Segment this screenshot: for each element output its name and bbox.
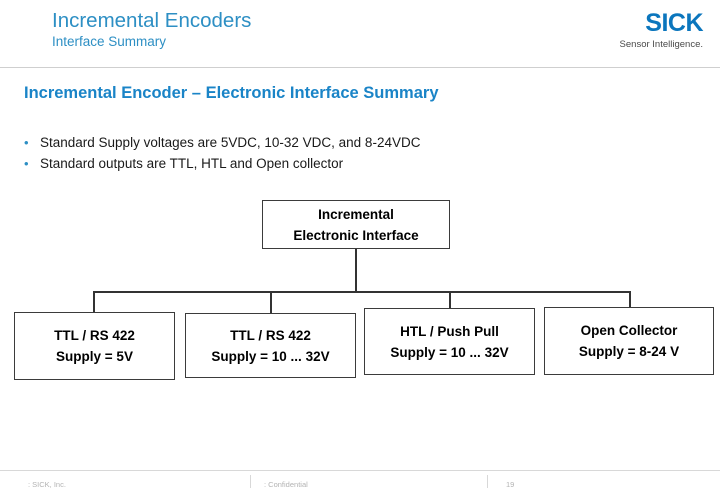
connector-horizontal-bus <box>93 291 630 293</box>
footer-separator <box>250 475 251 488</box>
sick-logo-wordmark: SICK <box>645 9 703 37</box>
bullet-item: • Standard Supply voltages are 5VDC, 10-… <box>24 132 684 153</box>
diagram-node-root-line1: Incremental <box>318 206 394 222</box>
sick-logo: SICK Sensor Intelligence. <box>619 9 704 51</box>
diagram-node-open-collector: Open Collector Supply = 8-24 V <box>544 307 714 375</box>
diagram-node-line2: Supply = 8-24 V <box>578 344 680 359</box>
bullet-dot-icon: • <box>24 156 29 171</box>
header-sub-title: Interface Summary <box>52 34 167 49</box>
header-title-block: Incremental Encoders Interface Summary <box>52 8 251 51</box>
connector-drop-0 <box>93 291 95 313</box>
footer-divider <box>0 470 720 471</box>
diagram-node-line1: Open Collector <box>580 323 678 338</box>
connector-drop-3 <box>629 291 631 308</box>
bullet-item-label: Standard outputs are TTL, HTL and Open c… <box>40 156 344 171</box>
sick-logo-tagline: Sensor Intelligence. <box>619 39 703 50</box>
bullet-dot-icon: • <box>24 135 29 150</box>
footer-separator <box>487 475 488 488</box>
footer-classification: : Confidential <box>264 480 308 489</box>
header-divider <box>0 67 720 68</box>
diagram-node-line2: Supply = 10 ... 32V <box>390 344 509 360</box>
diagram-node-ttl-rs422-5v: TTL / RS 422 Supply = 5V <box>14 312 175 380</box>
bullet-item: • Standard outputs are TTL, HTL and Open… <box>24 153 684 174</box>
connector-root-stem <box>355 249 357 292</box>
footer-company: : SICK, Inc. <box>28 480 66 489</box>
diagram-node-line1: TTL / RS 422 <box>230 327 311 343</box>
connector-drop-2 <box>449 291 451 309</box>
diagram-node-line2: Supply = 10 ... 32V <box>211 348 330 364</box>
diagram-node-line1: HTL / Push Pull <box>400 323 499 339</box>
diagram-node-line1: TTL / RS 422 <box>54 328 135 343</box>
slide-title: Incremental Encoder – Electronic Interfa… <box>24 84 439 102</box>
bullet-list: • Standard Supply voltages are 5VDC, 10-… <box>24 132 684 174</box>
footer-page-number: 19 <box>506 480 515 489</box>
diagram-node-root-line2: Electronic Interface <box>293 227 419 243</box>
slide-footer: : SICK, Inc. : Confidential 19 <box>0 470 720 498</box>
diagram-node-ttl-rs422-10-32v: TTL / RS 422 Supply = 10 ... 32V <box>185 313 356 378</box>
diagram-node-htl-push-pull: HTL / Push Pull Supply = 10 ... 32V <box>364 308 535 375</box>
slide-header: Incremental Encoders Interface Summary S… <box>0 0 720 68</box>
diagram-node-root: Incremental Electronic Interface <box>262 200 450 249</box>
connector-drop-1 <box>270 291 272 314</box>
bullet-item-label: Standard Supply voltages are 5VDC, 10-32… <box>40 135 421 150</box>
header-main-title: Incremental Encoders <box>52 9 252 32</box>
diagram-node-line2: Supply = 5V <box>56 349 133 364</box>
